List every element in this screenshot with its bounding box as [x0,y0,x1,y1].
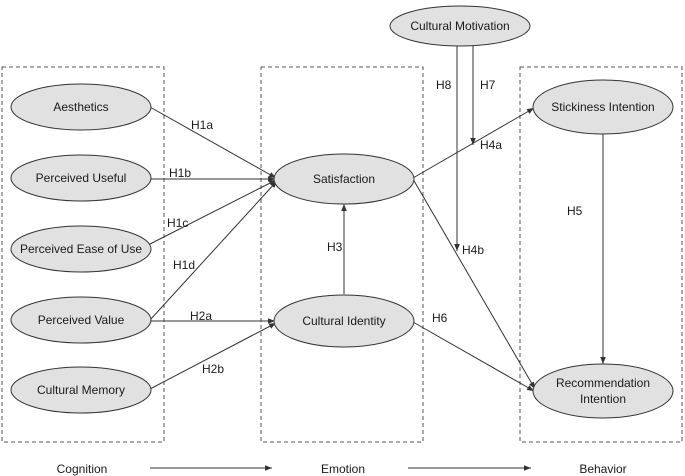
node-aesthetics [10,83,152,131]
label-h8: H8 [436,78,452,92]
node-perceived-value [10,296,152,344]
label-h4a: H4a [480,138,502,152]
node-perceived-value-label: Perceived Value [38,313,125,327]
node-recommendation-intention [532,363,674,419]
edge-h1c [149,179,277,245]
label-h1d: H1d [173,258,195,272]
edge-h1d [149,180,278,321]
node-perceived-useful [10,154,152,202]
node-recommendation-intention-label-line2: Intention [580,392,626,406]
node-satisfaction [273,153,415,205]
label-h6: H6 [432,311,448,325]
node-cultural-identity [273,294,415,348]
label-h1a: H1a [191,118,213,132]
node-cultural-motivation-label: Cultural Motivation [410,19,509,33]
label-h1b: H1b [169,166,191,180]
node-cultural-identity-label: Cultural Identity [302,314,385,328]
label-h1c: H1c [167,216,188,230]
edge-h1a [149,106,277,179]
edge-h2b [149,322,277,390]
node-aesthetics-label: Aesthetics [53,100,108,114]
node-cultural-memory [10,366,152,414]
cognition-box [1,66,165,443]
node-cultural-memory-label: Cultural Memory [37,383,125,397]
label-h2b: H2b [202,362,224,376]
node-perceived-ease-of-use [10,225,152,273]
edge-h6 [412,321,535,392]
node-perceived-useful-label: Perceived Useful [36,171,127,185]
edge-h4b [412,178,536,390]
stage-emotion-label: Emotion [321,462,365,476]
emotion-box [260,66,424,443]
node-perceived-ease-of-use-label: Perceived Ease of Use [20,242,142,256]
node-stickiness-intention-label: Stickiness Intention [551,100,654,114]
label-h4b: H4b [462,243,484,257]
stage-behavior-label: Behavior [579,462,626,476]
label-h5: H5 [567,204,583,218]
stage-cognition-label: Cognition [57,462,108,476]
label-h2a: H2a [190,309,212,323]
node-satisfaction-label: Satisfaction [313,172,375,186]
label-h3: H3 [327,240,343,254]
node-recommendation-intention-label-line1: Recommendation [556,376,650,390]
node-cultural-motivation [389,5,531,47]
label-h7: H7 [480,78,496,92]
node-stickiness-intention [532,79,674,135]
behavior-box [519,66,683,443]
